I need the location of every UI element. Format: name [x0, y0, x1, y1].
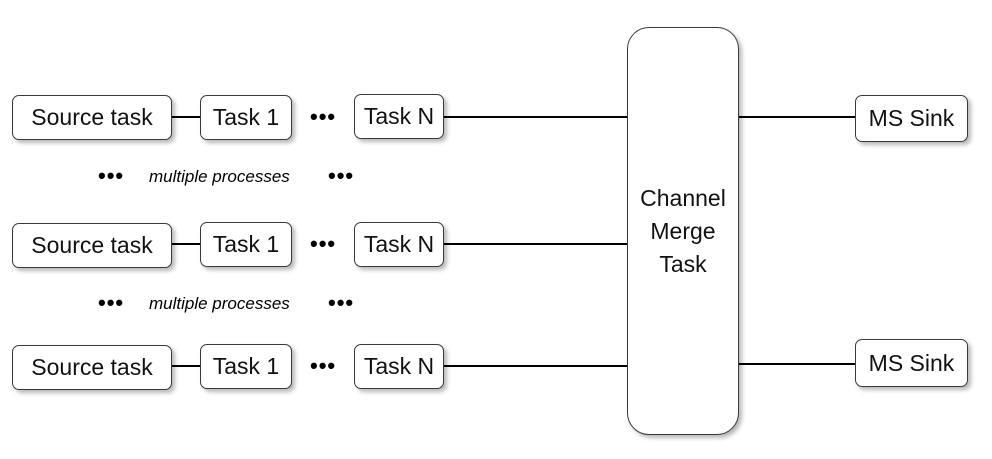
channel-merge-task-box: Channel Merge Task [627, 27, 739, 435]
taskn-label: Task N [363, 231, 435, 257]
taskn-label: Task N [363, 353, 435, 379]
taskn-box-row2: Task N [354, 222, 444, 267]
channel-merge-task-label: Channel Merge Task [640, 182, 726, 281]
task1-box-row2: Task 1 [200, 222, 292, 267]
ms-sink-box-1: MS Sink [855, 95, 968, 142]
merge-label-line3: Task [659, 250, 707, 277]
task1-box-row1: Task 1 [200, 95, 292, 140]
task-ellipsis-row1: ••• [310, 104, 337, 129]
taskn-box-row3: Task N [354, 344, 444, 389]
merge-label-line2: Merge [650, 217, 716, 244]
separator-left-ellipsis-1: ••• [98, 163, 125, 188]
source-task-box-row2: Source task [12, 223, 172, 268]
multiple-processes-note-2: multiple processes [149, 294, 290, 313]
source-task-label: Source task [31, 232, 153, 258]
ms-sink-box-2: MS Sink [855, 339, 968, 387]
taskn-label: Task N [363, 103, 435, 129]
task1-box-row3: Task 1 [200, 344, 292, 389]
separator-right-ellipsis-1: ••• [328, 163, 355, 188]
task-ellipsis-row2: ••• [310, 231, 337, 256]
source-task-label: Source task [31, 104, 153, 130]
ms-sink-label: MS Sink [868, 105, 955, 131]
taskn-box-row1: Task N [354, 94, 444, 139]
source-task-label: Source task [31, 354, 153, 380]
multiple-processes-note-1: multiple processes [149, 167, 290, 186]
source-task-box-row3: Source task [12, 345, 172, 390]
separator-left-ellipsis-2: ••• [98, 290, 125, 315]
task1-label: Task 1 [212, 353, 280, 379]
source-task-box-row1: Source task [12, 95, 172, 140]
merge-label-line1: Channel [640, 184, 726, 211]
task1-label: Task 1 [212, 104, 280, 130]
ms-sink-label: MS Sink [868, 349, 955, 376]
task1-label: Task 1 [212, 231, 280, 257]
separator-right-ellipsis-2: ••• [328, 290, 355, 315]
task-ellipsis-row3: ••• [310, 353, 337, 378]
